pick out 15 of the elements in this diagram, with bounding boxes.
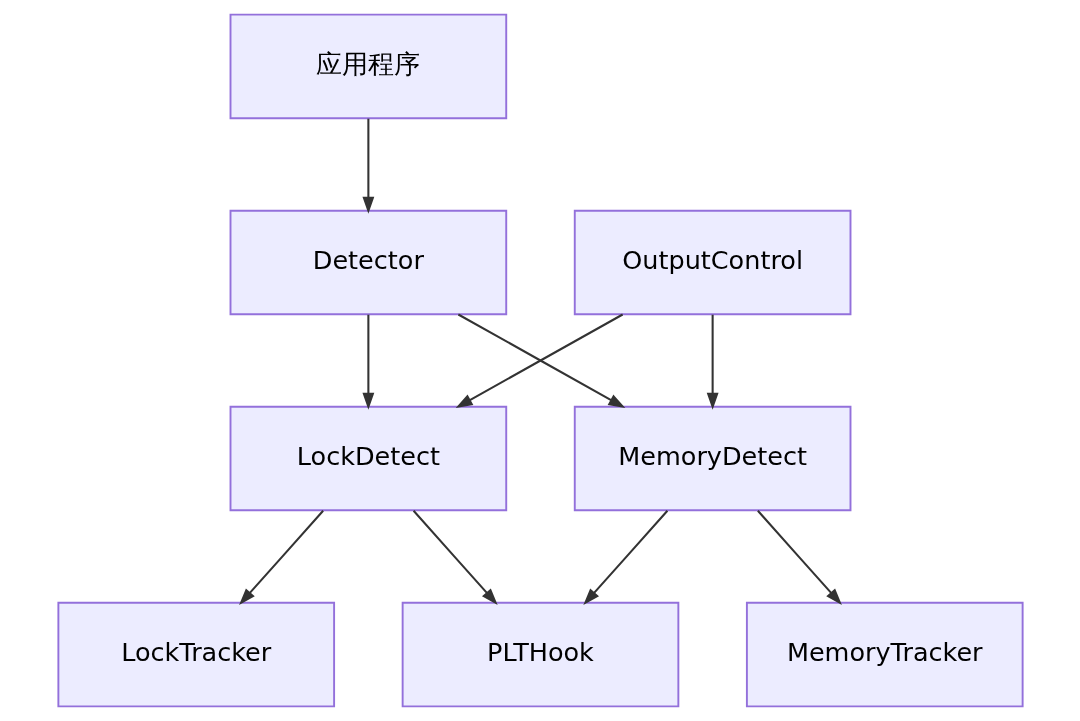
node-box: PLTHook [401,601,679,708]
arrow [756,510,842,605]
arrow [706,314,719,410]
arrow [361,314,374,410]
node-box: MemoryTracker [745,601,1024,708]
node-box: Detector [229,209,507,316]
arrow [412,510,498,605]
node-box: MemoryDetect [573,405,851,512]
arrow [238,510,324,605]
node-box: LockDetect [229,405,507,512]
node-box: LockTracker [56,601,335,708]
arrow [361,118,374,214]
node-box: 应用程序 [229,13,507,120]
arrow [582,510,668,605]
node-box: OutputControl [573,209,851,316]
